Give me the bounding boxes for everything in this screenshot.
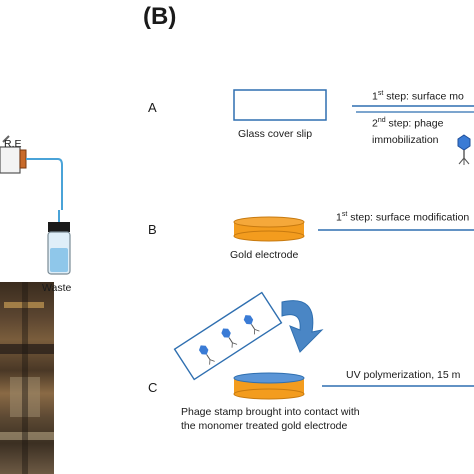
setup-photo	[0, 282, 54, 474]
glass-cover-slip	[233, 89, 327, 121]
vial-icon	[47, 210, 71, 275]
phage-stamp	[173, 291, 283, 381]
row-a-step-2-line2: immobilization	[372, 134, 439, 146]
waste-label: Waste	[42, 282, 72, 294]
row-c-step: UV polymerization, 15 m	[346, 369, 461, 381]
curved-arrow-icon	[281, 300, 324, 353]
row-b-step-1: 1st step: surface modification	[336, 211, 470, 224]
gold-electrode-c	[233, 372, 305, 400]
caption-gold-electrode: Gold electrode	[230, 249, 299, 261]
row-a-step-2: 2nd step: phage	[372, 117, 444, 130]
flow-cell-icon	[0, 135, 27, 174]
row-label-a: A	[148, 100, 157, 115]
gold-electrode-b	[233, 216, 305, 242]
panel-label: (B)	[143, 3, 177, 30]
phage-icon	[457, 134, 471, 165]
re-label: R.E	[4, 138, 22, 150]
caption-phage-stamp-line2: the monomer treated gold electrode	[181, 420, 348, 432]
row-label-c: C	[148, 380, 158, 395]
caption-glass-cover-slip: Glass cover slip	[238, 128, 313, 140]
caption-phage-stamp-line1: Phage stamp brought into contact with	[181, 406, 360, 418]
row-label-b: B	[148, 222, 157, 237]
tubing	[26, 158, 63, 210]
row-a-step-1: 1st step: surface mo	[372, 90, 464, 103]
